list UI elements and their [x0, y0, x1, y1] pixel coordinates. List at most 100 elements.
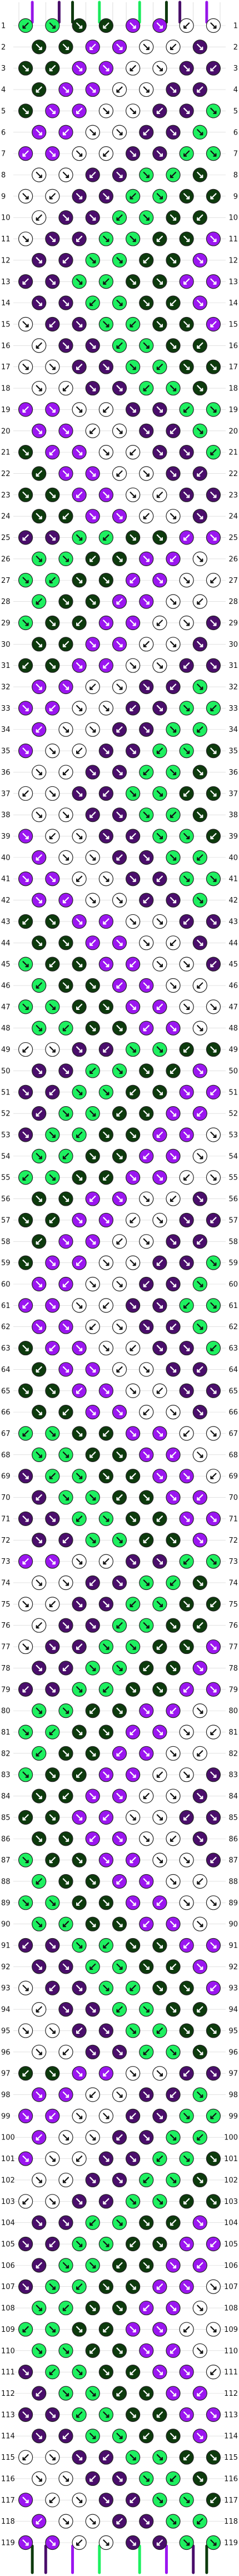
row-number-left: 4 — [1, 86, 6, 95]
knot-arrow-icon — [183, 1089, 190, 1096]
knot-arrow-icon — [156, 918, 163, 925]
knot-arrow-icon — [183, 278, 190, 285]
knot — [166, 1405, 181, 1420]
knot-arrow-icon — [210, 65, 217, 72]
knot — [112, 125, 127, 140]
knot-arrow-icon — [170, 769, 177, 776]
knot — [98, 1340, 113, 1356]
knot — [179, 1597, 194, 1612]
knot — [45, 2279, 60, 2294]
knot — [85, 850, 100, 865]
knot — [139, 2172, 154, 2188]
row-number-right: 67 — [228, 1430, 238, 1438]
knot-arrow-icon — [36, 1025, 42, 1032]
knot — [152, 1170, 167, 1185]
knot-arrow-icon — [36, 300, 42, 306]
row-number-right: 9 — [233, 192, 238, 201]
knot — [179, 1255, 194, 1270]
knot — [192, 722, 207, 737]
knot-arrow-icon — [130, 1260, 136, 1266]
knot — [45, 359, 60, 374]
knot — [152, 2450, 167, 2465]
knot — [32, 1575, 47, 1591]
knot-arrow-icon — [62, 939, 69, 946]
knot — [179, 829, 194, 844]
knot — [98, 2066, 113, 2081]
row-number-right: 116 — [224, 2475, 238, 2483]
knot — [32, 1618, 47, 1633]
knot — [18, 530, 33, 545]
knot — [72, 189, 87, 204]
knot — [98, 445, 113, 460]
knot-arrow-icon — [143, 385, 150, 392]
knot — [112, 1746, 127, 1761]
knot — [58, 2514, 73, 2529]
knot — [85, 2172, 100, 2188]
knot-arrow-icon — [210, 107, 217, 115]
knot — [152, 402, 167, 417]
knot — [85, 1234, 100, 1249]
knot-arrow-icon — [36, 43, 42, 50]
knot-arrow-icon — [197, 896, 203, 904]
knot — [152, 1255, 167, 1270]
knot-arrow-icon — [49, 321, 56, 328]
knot — [152, 1298, 167, 1313]
knot-arrow-icon — [210, 1217, 217, 1223]
knot-arrow-icon — [22, 1089, 29, 1096]
knot — [45, 1639, 60, 1654]
knot — [45, 103, 60, 118]
knot-arrow-icon — [183, 193, 190, 200]
knot — [18, 1042, 33, 1057]
knot — [18, 957, 33, 972]
knot — [32, 1319, 47, 1334]
knot-arrow-icon — [36, 214, 42, 221]
knot — [18, 18, 33, 33]
row-number-left: 45 — [1, 960, 11, 969]
knot — [85, 1106, 100, 1121]
row-number-right: 62 — [228, 1323, 238, 1331]
knot — [152, 1042, 167, 1057]
knot — [58, 1148, 73, 1163]
knot — [58, 2258, 73, 2273]
knot — [206, 1383, 221, 1398]
knot-arrow-icon — [49, 1131, 56, 1138]
knot — [139, 1319, 154, 1334]
knot — [166, 2386, 181, 2401]
row-number-right: 21 — [228, 449, 238, 457]
knot — [98, 2151, 113, 2166]
row-number-right: 97 — [228, 2070, 238, 2078]
knot — [112, 2300, 127, 2316]
row-number-right: 111 — [224, 2369, 238, 2377]
knot — [179, 487, 194, 502]
knot — [32, 594, 47, 609]
knot-arrow-icon — [156, 492, 163, 498]
knot — [45, 2407, 60, 2422]
knot — [139, 2215, 154, 2230]
knot — [18, 829, 33, 844]
knot-arrow-icon — [62, 257, 69, 264]
row-number-left: 40 — [1, 854, 11, 862]
row-number-right: 77 — [228, 1643, 238, 1652]
knot-arrow-icon — [76, 961, 83, 968]
knot-arrow-icon — [22, 492, 29, 498]
knot — [179, 2322, 194, 2337]
knot — [166, 1021, 181, 1036]
knot-arrow-icon — [116, 385, 123, 392]
knot-arrow-icon — [210, 1131, 217, 1138]
knot — [126, 487, 141, 502]
knot — [45, 402, 60, 417]
knot — [206, 2535, 221, 2550]
knot — [112, 1916, 127, 1931]
knot — [139, 210, 154, 225]
knot — [32, 2300, 47, 2316]
knot-arrow-icon — [89, 513, 96, 519]
knot — [18, 2279, 33, 2294]
knot — [45, 2023, 60, 2038]
knot — [206, 103, 221, 118]
knot — [85, 125, 100, 140]
knot — [152, 1469, 167, 1484]
knot — [98, 316, 113, 332]
row-number-right: 119 — [224, 2539, 238, 2548]
knot — [126, 231, 141, 246]
knot — [206, 744, 221, 759]
